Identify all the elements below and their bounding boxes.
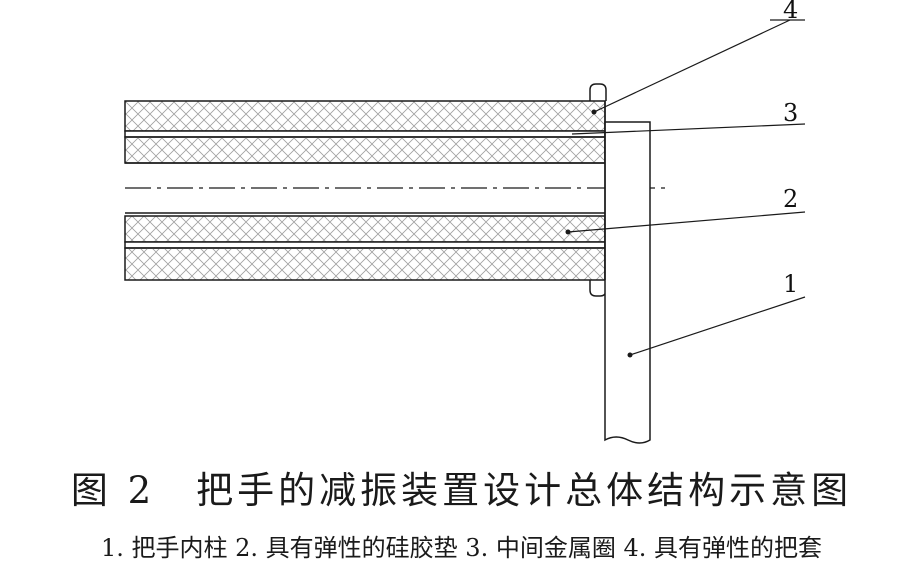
leader-dot-4 xyxy=(591,109,597,115)
leader-line-3 xyxy=(571,123,806,135)
leader-line-2 xyxy=(567,211,806,233)
silicone-pad-lower xyxy=(124,215,606,243)
leader-line-4 xyxy=(593,19,791,113)
leader-line-1 xyxy=(629,296,806,356)
figure-caption-title: 图 2 把手的减振装置设计总体结构示意图 xyxy=(70,469,853,512)
sleeve-lower-band xyxy=(124,247,606,281)
callout-number-2: 2 xyxy=(783,185,798,213)
metal-ring-lower xyxy=(124,241,606,249)
metal-ring-upper xyxy=(124,130,606,138)
leader-dot-2 xyxy=(565,229,571,235)
leader-dot-1 xyxy=(627,352,633,358)
inner-column xyxy=(604,121,651,444)
figure-caption-legend: 1. 把手内柱 2. 具有弹性的硅胶垫 3. 中间金属圈 4. 具有弹性的把套 xyxy=(101,534,822,562)
silicone-pad-upper xyxy=(124,136,606,164)
callout-number-4: 4 xyxy=(783,0,798,24)
callout-number-3: 3 xyxy=(783,99,798,127)
callout-number-1: 1 xyxy=(783,270,798,298)
sleeve-upper-band xyxy=(124,100,606,132)
